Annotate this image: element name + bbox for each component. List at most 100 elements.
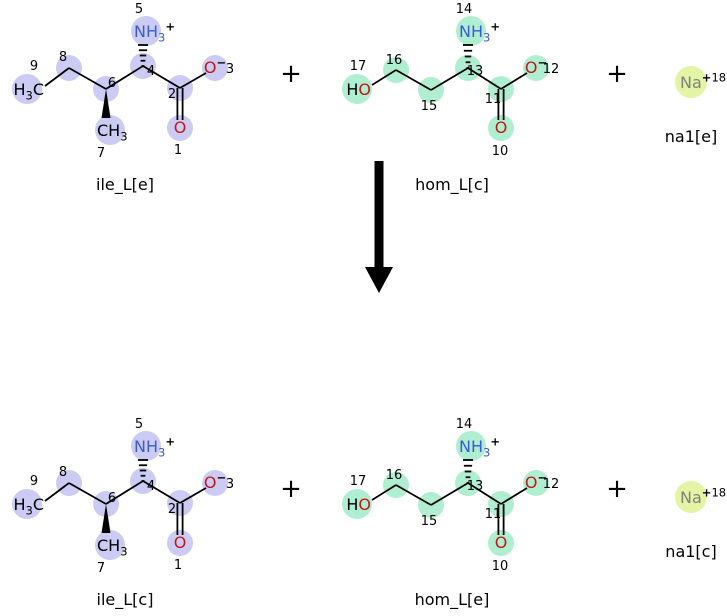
atom-number: 7 — [97, 146, 105, 161]
product-label-hom: hom_L[e] — [414, 590, 490, 609]
atom-number: 10 — [492, 559, 509, 574]
atom-label: O — [495, 533, 508, 552]
atom-number: 7 — [97, 561, 105, 576]
reactant-label-hom: hom_L[c] — [415, 175, 489, 194]
atom-number: 13 — [467, 479, 484, 494]
atom-number: 15 — [421, 514, 438, 529]
wedge-bond — [101, 89, 111, 118]
atom-highlight — [342, 74, 372, 104]
atom-highlight — [131, 16, 161, 46]
atom-highlight — [488, 115, 514, 141]
bond — [500, 487, 528, 505]
wedge-bond — [101, 504, 111, 533]
atom-highlight — [675, 481, 707, 513]
atom-number: 1 — [174, 558, 182, 573]
atom-highlight — [167, 530, 193, 556]
bond — [430, 482, 469, 506]
atom-label: O — [495, 118, 508, 137]
atom-number: 14 — [456, 417, 473, 432]
atom-highlight — [95, 530, 125, 560]
atom-label: O− — [525, 471, 547, 493]
atom-number: 15 — [421, 99, 438, 114]
atom-number: 8 — [59, 50, 67, 65]
atom-label: O− — [204, 56, 226, 78]
atom-highlight — [456, 431, 486, 461]
bond — [395, 484, 432, 506]
reaction-arrow — [365, 161, 393, 293]
atom-number: 9 — [30, 59, 38, 74]
atom-highlight — [167, 115, 193, 141]
atom-number: 12 — [543, 62, 560, 77]
bond — [105, 65, 144, 90]
atom-label: O− — [204, 471, 226, 493]
atom-number: 2 — [168, 502, 176, 517]
product-label-ile: ile_L[c] — [96, 590, 154, 609]
atom-number: 14 — [456, 2, 473, 17]
atom-highlight — [488, 530, 514, 556]
atom-label: O− — [525, 56, 547, 78]
atom-number: 12 — [543, 477, 560, 492]
atom-number: 9 — [30, 474, 38, 489]
bond — [395, 69, 432, 91]
atom-label: NH3+ — [134, 435, 175, 460]
reactant-label-na: na1[e] — [664, 127, 718, 146]
atom-label: CH3 — [97, 536, 128, 559]
bond — [142, 480, 181, 504]
bond — [371, 484, 397, 501]
product-label-na: na1[c] — [665, 542, 717, 561]
atom-number: 13 — [467, 64, 484, 79]
atom-label: H3C — [13, 80, 44, 103]
atom-number: 11 — [485, 507, 502, 522]
atom-number: 11 — [485, 92, 502, 107]
bond — [44, 482, 70, 502]
bond — [430, 67, 469, 91]
atom-label: HO — [346, 80, 371, 99]
atom-highlight — [202, 55, 228, 81]
bond — [179, 487, 207, 504]
bond — [44, 67, 70, 87]
atom-number: 6 — [108, 76, 116, 91]
atom-highlight — [523, 470, 549, 496]
atom-label: CH3 — [97, 121, 128, 144]
bond — [68, 67, 107, 90]
bond — [467, 67, 502, 90]
plus-sign: + — [280, 474, 302, 504]
reactant-label-ile: ile_L[e] — [96, 175, 154, 194]
atom-number: 17 — [350, 59, 367, 74]
bond — [500, 72, 528, 90]
bond — [142, 65, 181, 89]
molecule-na: Na+18 — [675, 66, 726, 98]
atom-label: NH3+ — [459, 435, 500, 460]
atom-highlight — [12, 74, 42, 104]
atom-highlight — [675, 66, 707, 98]
atom-number: 2 — [168, 87, 176, 102]
atom-number: 6 — [108, 491, 116, 506]
plus-sign: + — [280, 59, 302, 89]
atom-number: 3 — [226, 62, 234, 77]
atom-number: 4 — [147, 479, 155, 494]
atom-label: Na+18 — [680, 71, 726, 93]
atom-number: 17 — [350, 474, 367, 489]
atom-highlight — [456, 16, 486, 46]
atom-number: 5 — [135, 2, 143, 17]
atom-label: O — [174, 533, 187, 552]
atom-highlight — [202, 470, 228, 496]
bond — [467, 482, 502, 505]
atom-number: 3 — [226, 477, 234, 492]
atom-number: 8 — [59, 465, 67, 480]
atom-label: NH3+ — [134, 20, 175, 45]
atom-highlight — [342, 489, 372, 519]
atom-highlight — [523, 55, 549, 81]
atom-label: H3C — [13, 495, 44, 518]
atom-label: NH3+ — [459, 20, 500, 45]
atom-number: 10 — [492, 144, 509, 159]
plus-sign: + — [606, 59, 628, 89]
bond — [68, 482, 107, 505]
bond — [105, 480, 144, 505]
